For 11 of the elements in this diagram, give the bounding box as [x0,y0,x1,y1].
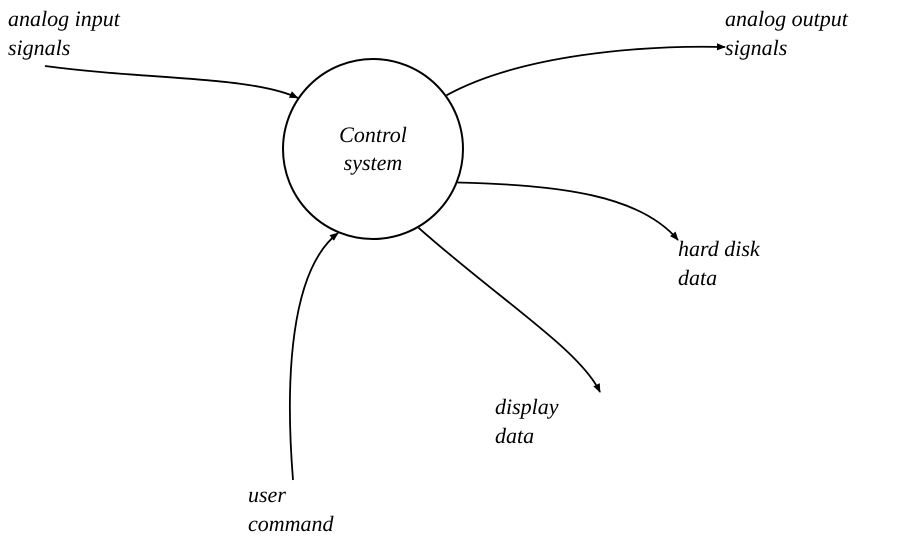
flow-label: analog output signals [725,4,915,66]
flow-label: user command [248,480,378,542]
process-label: Control system [338,121,408,177]
arrow [458,182,679,241]
flow-label: display data [495,392,607,454]
flow-label: analog input signals [8,4,208,66]
arrow [418,227,601,393]
flow-label: hard disk data [678,234,808,296]
arrow [446,43,726,96]
arrow [289,232,339,480]
arrow [44,65,299,99]
